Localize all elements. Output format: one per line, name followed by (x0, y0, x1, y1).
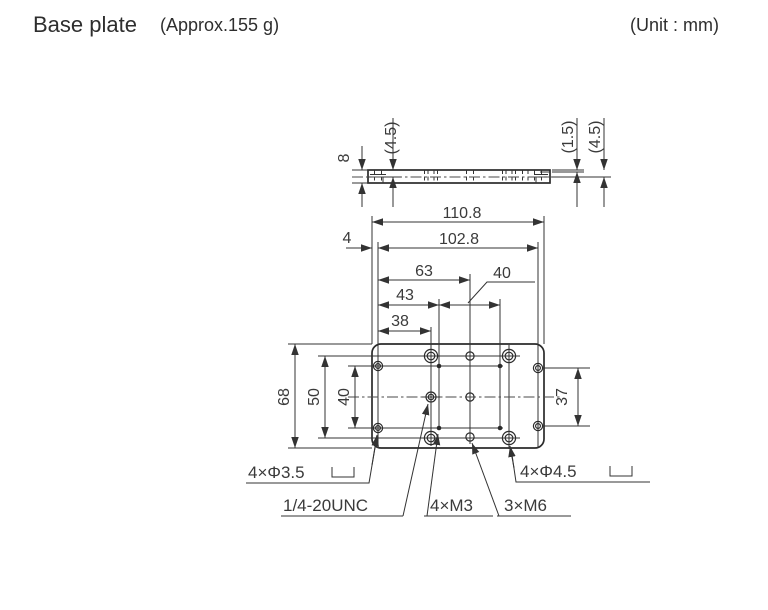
dim-50: 50 (306, 356, 329, 438)
hole-cbore-3-5-bottom-right (532, 420, 544, 432)
dim-label-40-v: 40 (336, 388, 353, 406)
dim-40-vertical: 40 (336, 366, 359, 428)
hole-cbore-4-5-top-b (498, 345, 520, 367)
dim-label-left-4-5: (4.5) (383, 122, 400, 155)
dim-40-horizontal: 40 (439, 265, 535, 309)
header: Base plate (Approx.155 g) (Unit : mm) (33, 12, 719, 37)
note-unc-label: 1/4-20UNC (283, 496, 368, 515)
hole-unc-center (422, 388, 440, 406)
hole-notes: 4×Φ3.5 1/4-20UNC 4×M3 3×M6 4×Φ4.5 (246, 403, 650, 517)
dim-68: 68 (276, 344, 299, 448)
hole-m3-bottom-right (497, 425, 503, 431)
hole-cbore-4-5-bottom-b (498, 427, 520, 449)
unit-note: (Unit : mm) (630, 15, 719, 35)
note-phi45: 4×Φ4.5 (508, 445, 650, 483)
hole-m3-bottom-left (436, 425, 442, 431)
dim-38: 38 (378, 313, 431, 335)
hole-m6-middle (465, 392, 475, 402)
dim-label-102-8: 102.8 (439, 231, 479, 248)
dim-label-40-h: 40 (493, 265, 511, 282)
page-title: Base plate (33, 12, 137, 37)
note-phi35: 4×Φ3.5 (246, 434, 379, 484)
dim-thickness-8: 8 (336, 146, 369, 207)
dim-label-110-8: 110.8 (443, 205, 482, 222)
dim-43: 43 (378, 287, 439, 309)
dim-102-8: 102.8 (378, 231, 538, 252)
dim-label-8: 8 (336, 153, 353, 162)
dim-right-4-5: (4.5) (552, 118, 611, 207)
counterbore-icon (331, 467, 355, 478)
dim-label-4: 4 (343, 230, 352, 247)
dim-label-68: 68 (276, 388, 293, 406)
dim-label-38: 38 (391, 313, 409, 330)
dim-110-8: 110.8 (372, 205, 544, 226)
dim-right-1-5: (1.5) (552, 118, 584, 207)
hole-m3-top-right (497, 363, 503, 369)
note-m6-label: 3×M6 (504, 496, 547, 515)
note-phi45-label: 4×Φ4.5 (520, 462, 577, 481)
dim-4: 4 (343, 230, 372, 252)
dim-label-63: 63 (415, 263, 433, 280)
dim-label-37: 37 (554, 388, 571, 406)
side-view: 8 (4.5) (1.5) (4.5) (336, 118, 611, 207)
counterbore-icon (609, 466, 633, 477)
dim-label-50: 50 (306, 388, 323, 406)
dim-63: 63 (378, 263, 470, 284)
note-m6: 3×M6 (471, 442, 571, 517)
weight-note: (Approx.155 g) (160, 15, 279, 35)
hole-cbore-3-5-bottom-left (372, 422, 384, 434)
dim-label-right-1-5: (1.5) (560, 121, 577, 154)
holes (372, 345, 544, 449)
dim-label-right-4-5: (4.5) (587, 121, 604, 154)
hole-cbore-4-5-top-a (423, 348, 439, 364)
dim-label-43: 43 (396, 287, 414, 304)
note-phi35-label: 4×Φ3.5 (248, 463, 305, 482)
note-unc: 1/4-20UNC (281, 403, 430, 517)
hole-m3-top-left (436, 363, 442, 369)
hole-cbore-3-5-top-left (372, 360, 384, 372)
plate-outline (371, 343, 545, 449)
side-hidden-lines (374, 170, 542, 183)
hole-cbore-3-5-top-right (532, 362, 544, 374)
hole-m6-top (465, 351, 475, 361)
hole-m6-bottom (465, 432, 475, 442)
dim-left-4-5: (4.5) (383, 118, 401, 207)
note-m3: 4×M3 (424, 433, 493, 517)
note-m3-label: 4×M3 (430, 496, 473, 515)
dim-37: 37 (554, 368, 582, 426)
top-view: 110.8 102.8 4 63 40 43 38 (276, 205, 590, 449)
construction-lines (288, 216, 590, 449)
